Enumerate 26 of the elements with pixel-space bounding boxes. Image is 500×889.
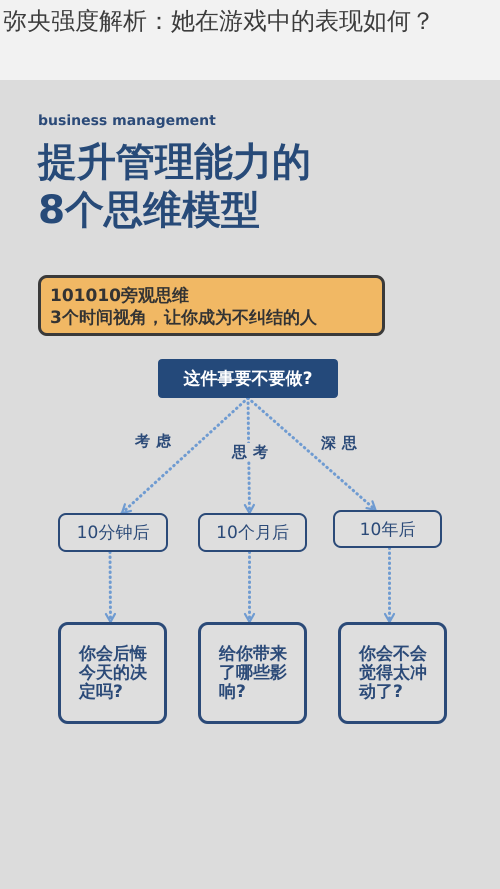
question-card — [198, 622, 307, 724]
question-card — [58, 622, 167, 724]
banner-subheading: 3个时间视角，让你成为不纠结的人 — [50, 307, 317, 329]
reflection-question: 你会后悔今天的决定吗? — [79, 645, 148, 702]
time-frame-box — [333, 510, 442, 548]
time-frame-text: 10分钟后 — [76, 522, 150, 544]
time-frame-text: 10个月后 — [216, 522, 289, 544]
question-box — [158, 359, 338, 398]
question-card — [338, 622, 447, 724]
reflection-question: 给你带来了哪些影响? — [219, 645, 288, 702]
dotted-arrow — [120, 396, 250, 514]
subtitle-text: business management — [38, 112, 216, 130]
dotted-arrow — [104, 550, 116, 624]
banner-heading: 101010旁观思维 — [50, 285, 189, 307]
time-frame-text: 10年后 — [360, 518, 416, 540]
time-frame-box — [198, 513, 307, 552]
page-heading: 弥央强度解析：她在游戏中的表现如何？ — [3, 6, 435, 36]
question-text: 这件事要不要做? — [184, 368, 312, 390]
time-frame-box — [58, 513, 168, 552]
summary-banner — [38, 275, 385, 336]
dotted-arrow — [244, 550, 256, 624]
dotted-arrow — [244, 396, 255, 514]
dotted-arrow — [384, 546, 396, 624]
title-heading: 提升管理能力的8个思维模型 — [38, 139, 312, 235]
dotted-arrow — [246, 396, 377, 512]
reflection-question: 你会不会觉得太冲动了? — [359, 645, 428, 702]
